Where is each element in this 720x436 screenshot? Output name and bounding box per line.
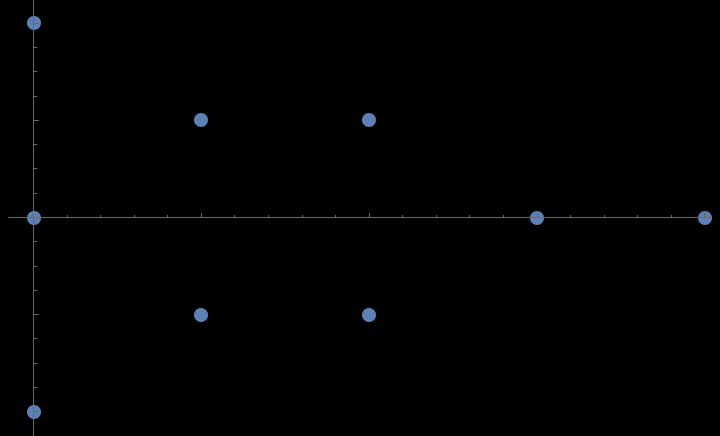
x-tick-minor xyxy=(100,214,102,218)
x-tick-minor xyxy=(570,214,572,218)
x-tick-minor xyxy=(133,214,135,218)
x-tick-major xyxy=(704,212,706,218)
data-point xyxy=(194,113,209,128)
data-point xyxy=(362,113,377,128)
x-tick-minor xyxy=(469,214,471,218)
y-tick-minor xyxy=(34,192,38,194)
y-tick-minor xyxy=(34,47,38,49)
y-axis-line xyxy=(33,0,35,436)
y-tick-major xyxy=(34,217,40,218)
y-tick-major xyxy=(34,411,40,413)
x-tick-minor xyxy=(402,214,404,218)
x-tick-minor xyxy=(637,214,639,218)
y-tick-major xyxy=(34,22,40,24)
x-tick-major xyxy=(536,212,538,218)
y-tick-major xyxy=(34,119,40,121)
x-tick-minor xyxy=(603,214,605,218)
x-tick-minor xyxy=(234,214,236,218)
x-tick-minor xyxy=(502,214,504,218)
y-tick-minor xyxy=(34,95,38,97)
y-tick-major xyxy=(34,314,40,316)
x-tick-minor xyxy=(435,214,437,218)
y-tick-minor xyxy=(34,338,38,340)
x-tick-major xyxy=(200,212,202,218)
x-tick-major xyxy=(368,212,370,218)
x-axis-line xyxy=(8,217,712,218)
y-tick-minor xyxy=(34,168,38,170)
data-point xyxy=(362,307,377,322)
x-tick-minor xyxy=(167,214,169,218)
y-tick-minor xyxy=(34,71,38,73)
x-tick-minor xyxy=(670,214,672,218)
x-tick-minor xyxy=(268,214,270,218)
y-tick-minor xyxy=(34,265,38,267)
x-tick-minor xyxy=(301,214,303,218)
y-tick-minor xyxy=(34,144,38,146)
y-tick-minor xyxy=(34,289,38,291)
x-tick-minor xyxy=(335,214,337,218)
x-tick-major xyxy=(33,212,35,218)
y-tick-minor xyxy=(34,386,38,388)
data-point xyxy=(194,307,209,322)
x-tick-minor xyxy=(66,214,68,218)
y-tick-minor xyxy=(34,241,38,243)
y-tick-minor xyxy=(34,362,38,364)
